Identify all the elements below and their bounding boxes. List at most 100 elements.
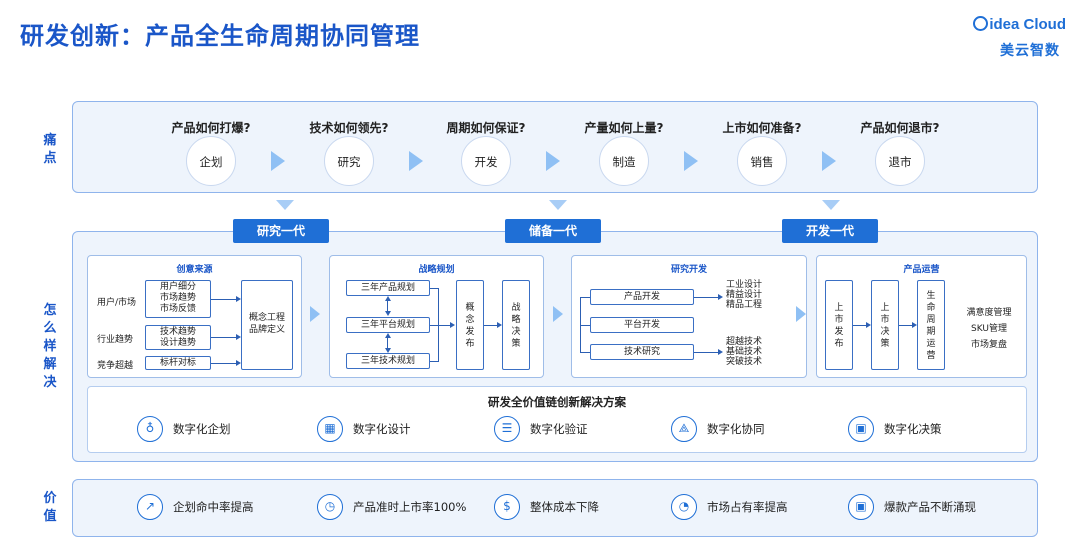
output-line: 基础技术 xyxy=(726,347,763,357)
chevron-right-icon xyxy=(546,151,560,171)
stage-circle: 开发 xyxy=(461,136,511,186)
solution-item-label: 数字化协同 xyxy=(707,422,765,436)
strategy-tech-plan: 三年技术规划 xyxy=(346,353,430,369)
stage-circle: 研究 xyxy=(324,136,374,186)
value-item-label: 产品准时上市率100% xyxy=(353,500,467,514)
logo-cn: 美云智数 xyxy=(1000,43,1060,59)
chevron-right-icon xyxy=(796,306,806,322)
arrow-right-icon xyxy=(718,349,723,355)
connector xyxy=(580,352,590,353)
rnd-title: 研究开发 xyxy=(670,265,707,275)
solution-panel xyxy=(87,386,1027,453)
connector xyxy=(853,325,866,326)
box-line: 用户细分 xyxy=(159,282,196,292)
connector xyxy=(211,299,237,300)
strategy-platform-plan: 三年平台规划 xyxy=(346,317,430,333)
logo: idea Cloud xyxy=(973,16,1066,33)
box-line: 市场趋势 xyxy=(159,293,196,303)
connector xyxy=(387,300,388,312)
connector xyxy=(430,325,450,326)
creative-box-benchmark: 标杆对标 xyxy=(145,356,211,370)
value-item-label: 爆款产品不断涌现 xyxy=(884,500,976,514)
launch-decision-box: 上市决策 xyxy=(871,280,899,370)
chevron-right-icon xyxy=(310,306,320,322)
stage-question: 产品如何退市? xyxy=(860,121,940,135)
output-line: 工业设计 xyxy=(726,280,763,290)
strategy-product-plan: 三年产品规划 xyxy=(346,280,430,296)
output-line: 满意度管理 xyxy=(966,308,1012,318)
stage-question: 上市如何准备? xyxy=(722,121,802,135)
arrow-right-icon xyxy=(450,322,455,328)
concept-release-label: 概念发布 xyxy=(465,303,475,349)
tech-research-box: 技术研究 xyxy=(590,344,694,360)
box-line: 技术趋势 xyxy=(159,327,196,337)
solution-item-label: 数字化验证 xyxy=(530,422,588,436)
creative-row-user: 用户/市场 xyxy=(97,298,137,308)
list-icon: ☰ xyxy=(494,416,520,442)
arrow-right-icon xyxy=(718,294,723,300)
ops-title: 产品运营 xyxy=(903,265,940,275)
pie-icon: ◔ xyxy=(671,494,697,520)
connector xyxy=(694,352,718,353)
solution-title: 研发全价值链创新解决方案 xyxy=(488,395,626,409)
concept-engineering-box: 概念工程 品牌定义 xyxy=(241,280,293,370)
stage-circle: 销售 xyxy=(737,136,787,186)
arrow-right-icon xyxy=(236,360,241,366)
value-label: 价值 xyxy=(43,491,57,524)
stage-question: 产品如何打爆? xyxy=(171,121,251,135)
value-item-label: 企划命中率提高 xyxy=(173,500,254,514)
pain-panel xyxy=(72,101,1038,193)
output-line: 精品工程 xyxy=(726,300,763,310)
arrow-down-icon xyxy=(385,311,391,316)
output-line: 超越技术 xyxy=(726,337,763,347)
box-line: 概念工程 xyxy=(248,313,285,323)
creative-box-trend: 技术趋势 设计趋势 xyxy=(145,325,211,350)
network-icon: ⟁ xyxy=(671,416,697,442)
connector xyxy=(580,297,590,298)
stage-question: 周期如何保证? xyxy=(446,121,526,135)
connector xyxy=(484,325,497,326)
product-dev-box: 产品开发 xyxy=(590,289,694,305)
arrow-right-icon xyxy=(866,322,871,328)
creative-box-market: 用户细分 市场趋势 市场反馈 xyxy=(145,280,211,318)
calc-icon: ▣ xyxy=(848,416,874,442)
output-line: SKU管理 xyxy=(971,324,1007,334)
clock-icon: ◷ xyxy=(317,494,343,520)
connector xyxy=(211,363,237,364)
arrow-right-icon xyxy=(236,296,241,302)
launch-release-box: 上市发布 xyxy=(825,280,853,370)
creative-row-compete: 竞争超越 xyxy=(97,361,134,371)
logo-text: idea Cloud xyxy=(989,16,1066,33)
how-label: 怎么样解决 xyxy=(43,303,57,390)
lifecycle-ops-label: 生命周期运营 xyxy=(926,291,936,361)
bulb-icon: ♁ xyxy=(137,416,163,442)
value-item-label: 整体成本下降 xyxy=(530,500,599,514)
box-line: 品牌定义 xyxy=(248,325,285,335)
platform-dev-box: 平台开发 xyxy=(590,317,694,333)
generation-tab-dev: 开发一代 xyxy=(782,219,878,243)
solution-item-label: 数字化决策 xyxy=(884,422,942,436)
output-line: 突破技术 xyxy=(726,357,763,367)
grid-icon: ▦ xyxy=(317,416,343,442)
down-arrow-icon xyxy=(276,200,294,210)
stage-question: 产量如何上量? xyxy=(584,121,664,135)
value-item-label: 市场占有率提高 xyxy=(707,500,788,514)
solution-item-label: 数字化设计 xyxy=(353,422,411,436)
launch-release-label: 上市发布 xyxy=(834,303,844,349)
generation-tab-reserve: 储备一代 xyxy=(505,219,601,243)
creative-title: 创意来源 xyxy=(176,265,213,275)
lifecycle-ops-box: 生命周期运营 xyxy=(917,280,945,370)
chevron-right-icon xyxy=(684,151,698,171)
strategy-title: 战略规划 xyxy=(418,265,455,275)
box-line: 设计趋势 xyxy=(159,338,196,348)
stage-circle: 企划 xyxy=(186,136,236,186)
output-line: 精益设计 xyxy=(726,290,763,300)
pain-label: 痛点 xyxy=(43,133,57,166)
connector xyxy=(430,361,438,362)
generation-tab-research: 研究一代 xyxy=(233,219,329,243)
chevron-right-icon xyxy=(271,151,285,171)
connector xyxy=(387,337,388,349)
connector xyxy=(430,288,438,289)
chevron-right-icon xyxy=(409,151,423,171)
connector xyxy=(899,325,912,326)
